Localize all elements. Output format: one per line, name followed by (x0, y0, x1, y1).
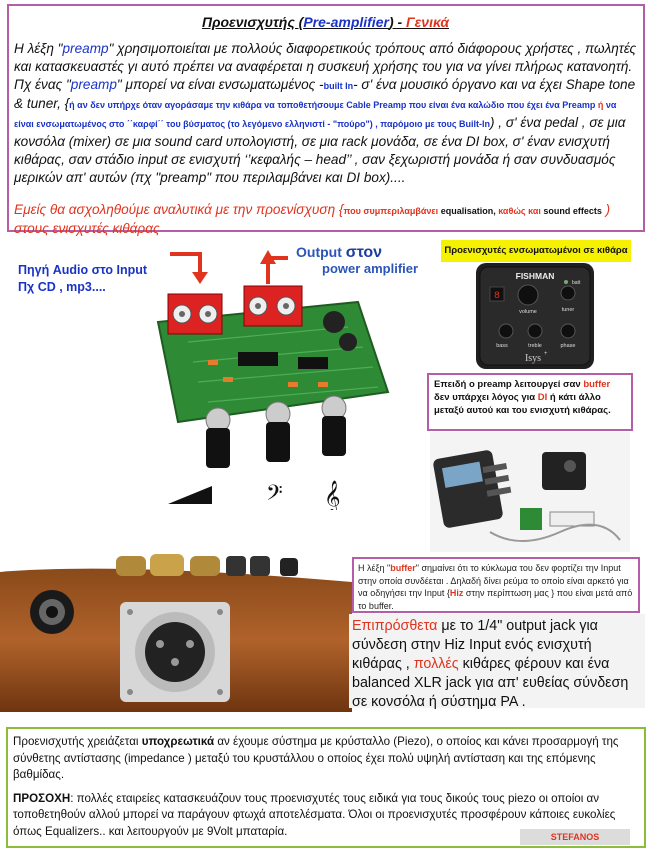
ic-chip (298, 357, 328, 369)
preamp-module (542, 452, 586, 490)
preamp-board-illustration: 𝄢 𝄞 (156, 250, 390, 510)
output-label: Output στον power amplifier (296, 244, 419, 276)
batt-led-icon (564, 280, 568, 284)
svg-text:phase: phase (561, 343, 576, 349)
fishman-model: Isys (525, 353, 541, 364)
output-arrow-head (260, 250, 276, 264)
treble-knob (527, 323, 543, 339)
svg-text:+: + (544, 351, 548, 357)
fishman-isys-panel: FISHMAN 8 batt volume tuner bass treble … (476, 263, 594, 369)
svg-text:treble: treble (528, 343, 542, 349)
requirements-frame: Προενισχυτής χρειάζεται υποχρεωτικά αν έ… (6, 727, 646, 848)
focus-paragraph: Εμείς θα ασχοληθούμε αναλυτικά με την πρ… (14, 202, 611, 236)
svg-text:batt: batt (572, 280, 581, 286)
bass-knob (498, 323, 514, 339)
onboard-preamp-unit (433, 450, 503, 528)
capacitor (339, 333, 357, 351)
intro-frame: Προενισχυτής (Pre-amplifier) - Γενικά Η … (7, 4, 645, 236)
treble-clef-icon: 𝄞 (324, 480, 341, 510)
rca-input-sockets (167, 293, 223, 335)
potentiometers (205, 395, 347, 468)
tuner-button (560, 285, 576, 301)
preamp-units-photo (430, 432, 630, 552)
requirement-paragraph: Προενισχυτής χρειάζεται υποχρεωτικά αν έ… (13, 735, 619, 781)
capacitor (323, 311, 345, 333)
svg-text:bass: bass (496, 343, 508, 349)
svg-text:tuner: tuner (562, 307, 575, 313)
author-signature: STEFANOS (520, 829, 630, 845)
battery-icon (549, 511, 595, 527)
svg-text:8: 8 (494, 291, 500, 302)
warning-paragraph: ΠΡΟΣΟΧΗ: πολλές εταιρείες κατασκευάζουν … (13, 791, 616, 838)
input-arrow-head (192, 272, 208, 284)
ic-chip (238, 352, 278, 366)
buffer-definition-box: Η λέξη "buffer" σημαίνει ότι το κύκλωμα … (352, 557, 640, 613)
xlr-jack (120, 602, 230, 702)
jack-explanation: Επιπρόσθετα με το 1/4" output jack για σ… (349, 614, 645, 710)
page-title: Προενισχυτής (Pre-amplifier) - Γενικά (201, 14, 450, 30)
pickup (520, 508, 542, 530)
rca-output-sockets (243, 285, 303, 327)
volume-knob (517, 284, 539, 306)
tuner-display (489, 286, 505, 302)
intro-paragraph: Η λέξη "preamp" χρησιμοποιείται με πολλο… (14, 41, 637, 185)
control-knobs (116, 554, 298, 576)
buffer-note-box: Επειδή ο preamp λειτουργεί σαν buffer δε… (427, 373, 633, 431)
builtin-preamp-label: Προενισχυτές ενσωματωμένοι σε κιθάρα (441, 240, 631, 262)
svg-text:volume: volume (519, 309, 537, 315)
volume-wedge-icon (168, 486, 212, 504)
guitar-jack-photo (0, 552, 352, 712)
bass-clef-icon: 𝄢 (266, 481, 283, 510)
audio-source-label: Πηγή Audio στο Input Πχ CD , mp3.... (18, 263, 148, 294)
quarter-inch-jack (30, 590, 74, 634)
phase-button (560, 323, 576, 339)
cable (489, 523, 621, 542)
fishman-brand: FISHMAN (516, 271, 555, 281)
input-arrow (170, 252, 202, 274)
